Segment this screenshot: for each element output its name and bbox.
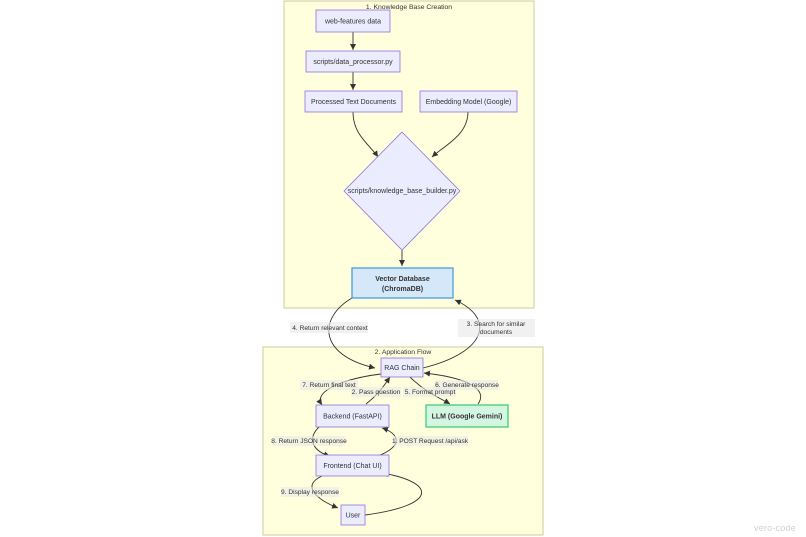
- node-web-features-data: web-features data: [315, 9, 391, 33]
- svg-text:User: User: [346, 513, 361, 520]
- node-llm-google-gemini: LLM (Google Gemini): [425, 404, 509, 428]
- node-backend-fastapi: Backend (FastAPI): [315, 404, 390, 428]
- node-frontend-chat-ui: Frontend (Chat UI): [315, 454, 390, 477]
- edge-label-generate-response: 6. Generate response: [435, 380, 499, 390]
- svg-text:web-features data: web-features data: [324, 19, 381, 26]
- svg-text:3. Search for similar: 3. Search for similar: [467, 321, 526, 328]
- watermark-text: vero-code: [754, 523, 796, 533]
- svg-text:Frontend (Chat UI): Frontend (Chat UI): [323, 463, 381, 470]
- node-data-processor-script: scripts/data_processor.py: [305, 50, 401, 73]
- svg-text:2. Pass question: 2. Pass question: [352, 389, 401, 396]
- svg-text:Vector Database: Vector Database: [375, 276, 430, 283]
- svg-text:Embedding Model (Google): Embedding Model (Google): [426, 99, 512, 106]
- edge-label-return-json: 8. Return JSON response: [271, 436, 347, 446]
- edge-label-display-response: 9. Display response: [281, 487, 339, 497]
- edge-docs-to-builder: [352, 111, 379, 158]
- svg-text:documents: documents: [480, 329, 513, 336]
- svg-text:4. Return relevant context: 4. Return relevant context: [292, 325, 368, 332]
- svg-text:(ChromaDB): (ChromaDB): [382, 286, 423, 293]
- svg-text:7. Return final text: 7. Return final text: [302, 382, 356, 389]
- svg-text:Processed Text Documents: Processed Text Documents: [311, 99, 397, 106]
- svg-text:6. Generate response: 6. Generate response: [435, 382, 499, 389]
- app-flow-group-title: 2. Application Flow: [375, 349, 432, 356]
- edge-label-post-request: 1. POST Request /api/ask: [392, 436, 469, 446]
- node-vector-database: Vector Database (ChromaDB): [351, 267, 454, 299]
- svg-text:LLM (Google Gemini): LLM (Google Gemini): [432, 414, 503, 421]
- node-knowledge-base-builder: scripts/knowledge_base_builder.py: [343, 131, 461, 251]
- svg-text:5. Format prompt: 5. Format prompt: [405, 389, 456, 396]
- edge-label-return-context: 4. Return relevant context: [290, 322, 368, 333]
- edge-label-pass-question: 2. Pass question: [351, 387, 401, 397]
- edge-label-return-final: 7. Return final text: [300, 380, 358, 390]
- kb-creation-group-title: 1. Knowledge Base Creation: [366, 4, 452, 11]
- svg-text:scripts/knowledge_base_builder: scripts/knowledge_base_builder.py: [348, 188, 457, 195]
- svg-text:1. POST Request /api/ask: 1. POST Request /api/ask: [392, 438, 469, 445]
- edge-user-to-frontend: [364, 471, 423, 516]
- svg-text:RAG Chain: RAG Chain: [384, 365, 420, 372]
- svg-text:8. Return JSON response: 8. Return JSON response: [271, 438, 347, 445]
- edge-vectordb-to-rag-context: [328, 297, 376, 370]
- svg-text:scripts/data_processor.py: scripts/data_processor.py: [313, 59, 393, 66]
- edge-label-format-prompt: 5. Format prompt: [403, 387, 456, 397]
- edge-embedding-to-builder: [431, 111, 469, 158]
- edge-label-search: 3. Search for similar documents: [458, 319, 535, 337]
- node-rag-chain: RAG Chain: [380, 357, 424, 378]
- node-processed-text-documents: Processed Text Documents: [304, 90, 403, 113]
- svg-text:Backend (FastAPI): Backend (FastAPI): [323, 414, 382, 421]
- svg-text:9. Display response: 9. Display response: [281, 489, 339, 496]
- node-embedding-model: Embedding Model (Google): [419, 90, 518, 113]
- node-user: User: [340, 504, 366, 526]
